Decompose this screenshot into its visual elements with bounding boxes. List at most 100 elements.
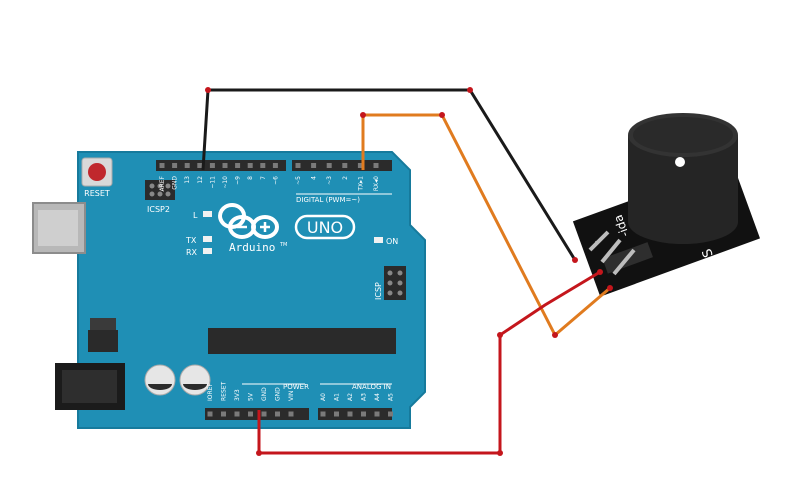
icsp2-label: ICSP2 [147,205,170,214]
analog-pin-hole [374,411,380,417]
digital-pin-hole [197,163,203,168]
led-tx: TX [185,236,212,245]
wires [201,87,613,456]
microcontroller-chip [208,328,396,354]
analog-pin-hole [320,411,326,417]
module-pins [588,230,636,276]
power-header [205,408,309,420]
reset-button [81,157,113,187]
digital-pin-hole [342,163,348,168]
voltage-regulator [88,318,118,352]
digital-pin-label: 12 [197,176,204,184]
analog-pin-hole [347,411,353,417]
analog-pin-label: A4 [374,393,381,401]
digital-pin-hole [172,163,178,168]
analog-pin-hole [361,411,366,417]
junction-dot [497,332,503,338]
power-pin-hole [248,411,253,417]
digital-pin-label: ~3 [326,176,333,185]
power-pin-label: GND [275,387,282,401]
junction-dot [467,87,473,93]
digital-pin-hole [295,163,301,168]
digital-pin-hole [247,163,253,168]
junction-dot [439,112,445,118]
led-rx-label: RX [186,248,198,257]
analog-label: ANALOG IN [352,383,391,391]
digital-pin-label: 2 [342,176,349,180]
digital-pin-hole [260,163,266,168]
digital-pin-label: ~5 [295,176,302,185]
junction-dot [552,332,558,338]
power-pin-hole [221,411,226,417]
digital-pin-hole [357,163,363,168]
digital-pin-label: TX▸1 [357,176,364,192]
analog-header [318,408,392,420]
power-pin-label: 3V3 [234,389,241,401]
junction-dot [256,450,262,456]
digital-pin-holes [159,163,379,168]
digital-pin-hole [272,163,278,168]
digital-pin-hole [209,163,215,168]
analog-pin-label: A1 [334,393,341,401]
analog-pin-label: A2 [347,393,354,401]
junction-dot [572,257,578,263]
capacitor-2 [179,364,211,396]
digital-pin-label: GND [172,176,179,190]
icsp2-header [145,180,175,200]
digital-pin-hole [159,163,165,168]
analog-pin-label: A0 [320,393,327,401]
arduino-tm: TM [279,242,287,248]
power-pin-hole [288,411,294,417]
analog-pin-labels: A0 A1 A2 A3 A4 A5 [320,393,395,401]
led-l-label: L [193,211,198,220]
board-pcb [77,151,426,429]
icsp-header [384,266,406,300]
analog-pin-hole [388,411,393,417]
digital-pin-label: 13 [184,176,191,184]
buzzer-hole [675,157,685,167]
led-rx: RX [186,248,212,257]
power-wire [257,270,601,455]
icsp-label: ICSP [374,282,383,300]
analog-pin-holes [320,411,393,417]
analog-pin-hole [334,411,339,417]
power-pin-hole [261,411,267,417]
digital-pin-hole [373,163,379,168]
power-pin-label: VIN [288,391,295,401]
digital-pin-label: 8 [247,176,254,180]
uno-label: UNO [307,218,343,237]
digital-pin-hole [184,163,190,168]
usb-connector-inner [38,210,78,246]
reset-label: RESET [84,189,110,198]
analog-pin-label: A3 [361,393,368,401]
uno-badge: UNO [294,214,356,240]
digital-header [156,160,392,171]
digital-label: DIGITAL (PWM=~) [296,196,360,204]
capacitor-1 [144,364,176,396]
led-tx-label: TX [185,236,197,245]
junction-dot [597,269,603,275]
digital-pin-label: ~9 [235,176,242,185]
digital-pin-hole [311,163,317,168]
power-label: POWER [283,383,309,391]
power-pin-label: IOREF [207,383,214,401]
power-pin-label: RESET [221,381,228,401]
led-on-label: ON [386,237,398,246]
power-pin-hole [234,411,240,417]
power-pin-hole [207,411,213,417]
junction-dot [607,285,613,291]
led-l: L [193,211,212,220]
analog-pin-label: A5 [388,393,395,401]
junction-dot [497,450,503,456]
digital-pin-label: AREF [159,175,166,191]
arduino-name: Arduino [229,241,275,254]
power-pin-label: 5V [248,392,255,401]
junction-dot [360,112,366,118]
digital-pin-label: ~10 [222,176,229,189]
digital-pin-label: RX◂0 [373,176,380,191]
